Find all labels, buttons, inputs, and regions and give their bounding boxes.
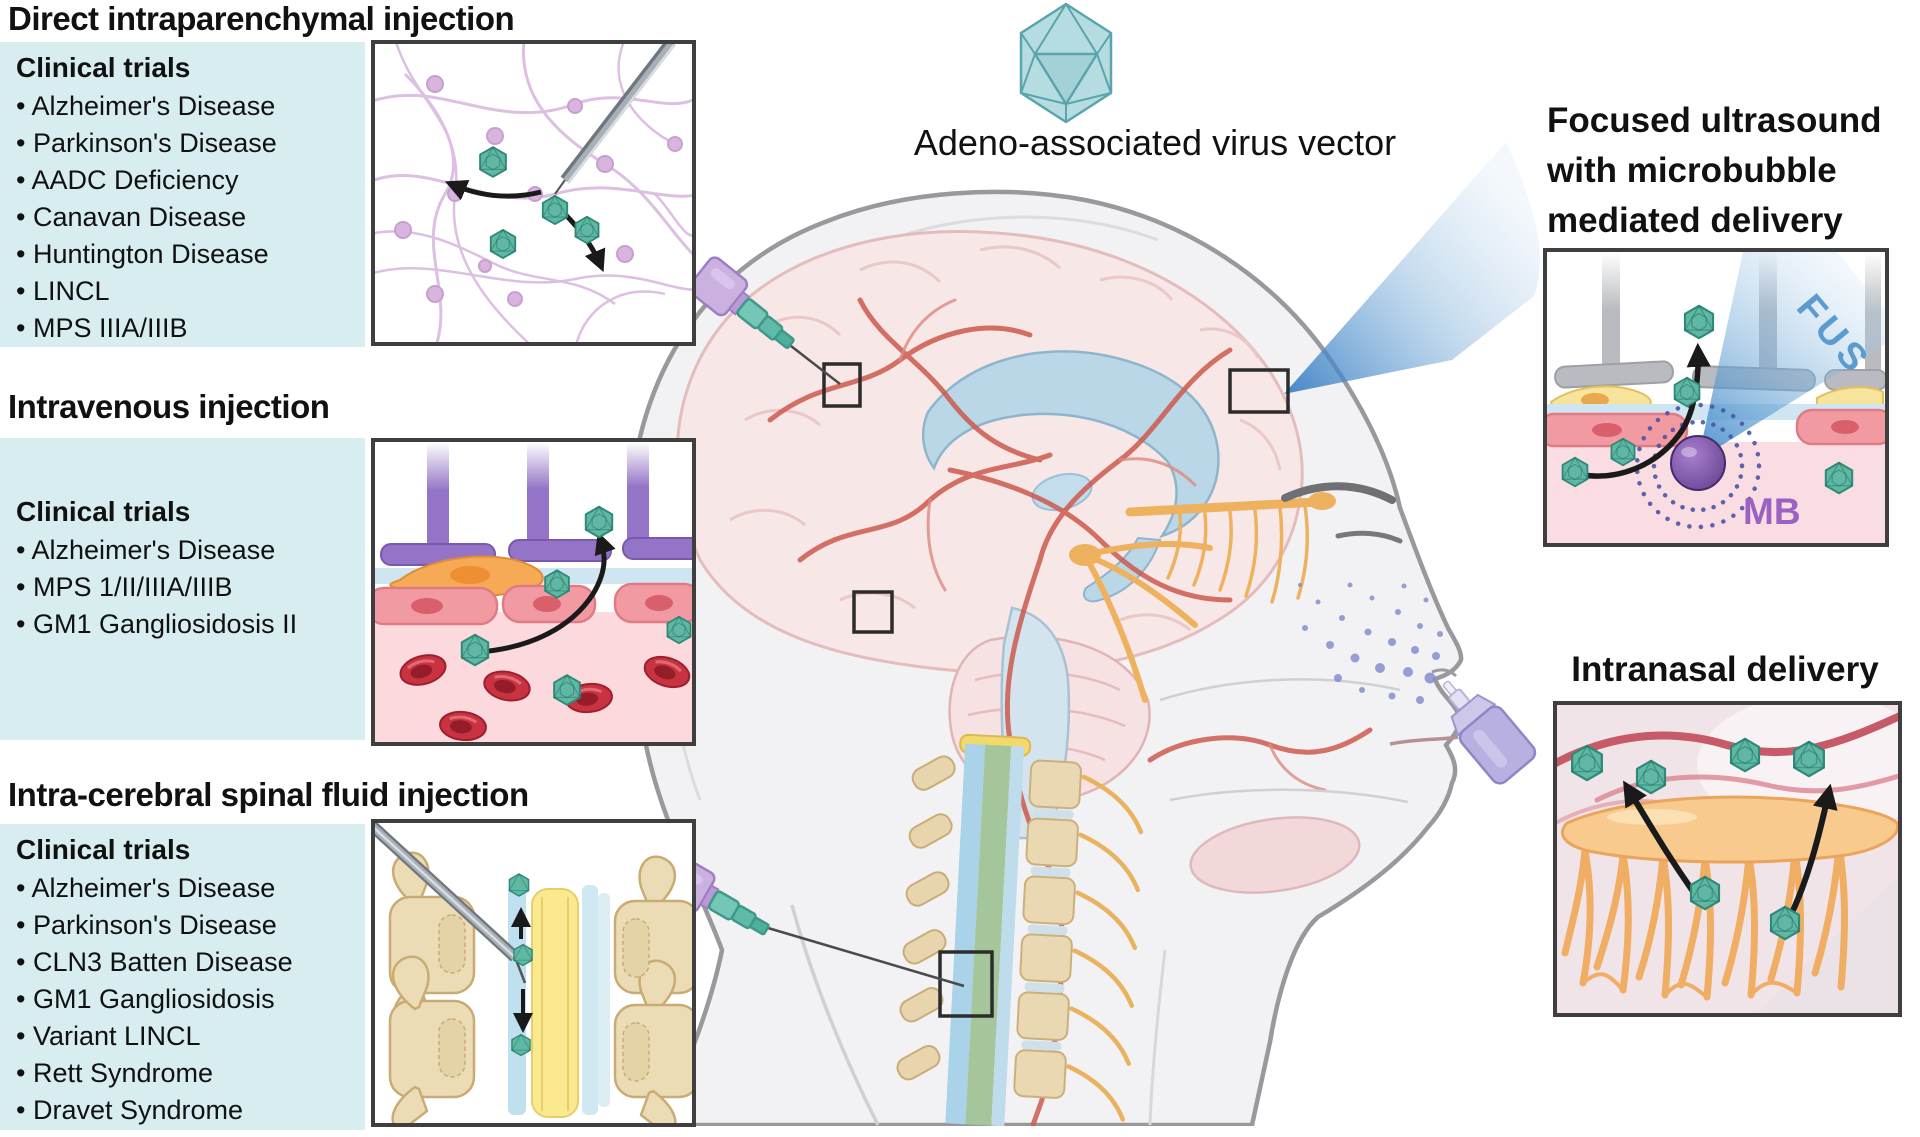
nostril-line xyxy=(1431,668,1458,678)
syringe-icon-intraparenchymal xyxy=(685,253,841,385)
intranasal-panel xyxy=(1553,701,1902,1017)
trial-item: LINCL xyxy=(16,273,365,310)
cervical-spine xyxy=(896,733,1144,1127)
microbubble-rings xyxy=(1634,402,1762,530)
vertebrae-left xyxy=(388,851,476,1123)
trial-item: Variant LINCL xyxy=(16,1018,365,1055)
target-square-parenchyma xyxy=(822,362,862,408)
trial-item: Parkinson's Disease xyxy=(16,125,365,162)
csf-trials-box: Clinical trials Alzheimer's DiseaseParki… xyxy=(0,824,365,1130)
target-square-vessel xyxy=(852,590,894,634)
cranial-nerves xyxy=(1069,492,1336,703)
ultrasound-beam-cone xyxy=(1284,142,1540,394)
microbubble-highlight xyxy=(1681,447,1697,457)
crossing-arrow xyxy=(1576,342,1711,479)
section-title-csf: Intra-cerebral spinal fluid injection xyxy=(8,776,529,813)
section-title-intraparenchymal: Direct intraparenchymal injection xyxy=(8,0,515,37)
tongue xyxy=(1189,816,1361,894)
fus-beam xyxy=(1698,252,1885,460)
astrocyte-endfeet xyxy=(380,442,692,566)
section-title-intravenous: Intravenous injection xyxy=(8,388,330,425)
background-shade xyxy=(1757,875,1898,1013)
artery-branches xyxy=(898,298,1327,792)
section-title-fus: Focused ultrasound with microbubble medi… xyxy=(1547,96,1881,246)
csf-panel xyxy=(371,819,696,1127)
intraparenchymal-trials-box: Clinical trials Alzheimer's DiseaseParki… xyxy=(0,42,365,347)
trial-item: MPS IIIA/IIIB xyxy=(16,310,365,347)
trial-item: CLN3 Batten Disease xyxy=(16,944,365,981)
spinal-needle-icon xyxy=(375,823,527,984)
list-header: Clinical trials xyxy=(16,496,191,527)
fus-title-line: with microbubble xyxy=(1547,151,1837,190)
virus-vector-label: Adeno-associated virus vector xyxy=(913,122,1397,163)
intravenous-trials-box: Clinical trials Alzheimer's DiseaseMPS 1… xyxy=(0,438,365,740)
vertebrae-left-texture xyxy=(438,914,466,1078)
csf-space-right xyxy=(582,885,598,1115)
virus-vector-icon xyxy=(1019,2,1113,124)
target-square-fus xyxy=(1228,368,1290,414)
fus-panel: FUS MB xyxy=(1543,248,1889,547)
front-neck-line xyxy=(1148,949,1167,1126)
trial-item: Huntington Disease xyxy=(16,236,365,273)
syringe-icon-csf xyxy=(653,851,965,988)
endothelial-nuclei xyxy=(1592,420,1859,437)
trial-item: Parkinson's Disease xyxy=(16,907,365,944)
trial-item: Canavan Disease xyxy=(16,199,365,236)
trial-item: Alzheimer's Disease xyxy=(16,870,365,907)
spinal-cord xyxy=(531,888,579,1118)
section-title-intranasal: Intranasal delivery xyxy=(1571,650,1879,689)
pericyte-nucleus xyxy=(1581,393,1609,407)
vertebrae-right-texture xyxy=(622,918,650,1082)
endothelial-nuclei xyxy=(411,595,673,614)
injection-needle-icon xyxy=(554,44,676,195)
csf-space-left xyxy=(508,885,526,1115)
trapezius-line xyxy=(790,904,880,1126)
clinical-trials-list: Alzheimer's DiseaseParkinson's DiseaseAA… xyxy=(16,88,365,347)
intravenous-panel xyxy=(371,438,696,746)
bulb-highlight xyxy=(1607,809,1697,825)
target-squares xyxy=(822,362,1290,1018)
trial-item: Rett Syndrome xyxy=(16,1055,365,1092)
cord-lines xyxy=(541,897,569,1111)
microbubble-label: MB xyxy=(1743,491,1801,532)
intraparenchymal-panel xyxy=(371,40,696,346)
clinical-trials-list: Alzheimer's DiseaseMPS 1/II/IIIA/IIIBGM1… xyxy=(16,532,365,643)
dura-band xyxy=(598,893,610,1107)
figure-bottom-crop xyxy=(590,1126,1350,1137)
eyebrow xyxy=(1281,482,1396,504)
list-header: Clinical trials xyxy=(16,52,191,83)
fus-title-line: mediated delivery xyxy=(1547,201,1843,240)
vertebrae-right xyxy=(613,855,692,1123)
microbubble xyxy=(1670,435,1726,491)
trial-item: GM1 Gangliosidosis II xyxy=(16,606,365,643)
nasal-spray-icon xyxy=(1442,680,1537,785)
trial-item: GM1 Gangliosidosis xyxy=(16,981,365,1018)
eyelash xyxy=(1335,530,1403,544)
csf-flow-arrows xyxy=(511,907,533,1033)
olfactory-nerve-branches xyxy=(1561,843,1848,1001)
trial-item: MPS 1/II/IIIA/IIIB xyxy=(16,569,365,606)
crossing-arrow xyxy=(478,531,616,655)
clinical-trials-list: Alzheimer's DiseaseParkinson's DiseaseCL… xyxy=(16,870,365,1129)
target-square-csf xyxy=(938,950,994,1018)
fus-title-line: Focused ultrasound xyxy=(1547,101,1882,140)
list-header: Clinical trials xyxy=(16,834,191,865)
head-illustration xyxy=(590,189,1464,1137)
mouth-lines xyxy=(1159,678,1459,804)
pericyte-nucleus xyxy=(450,566,490,584)
spray-droplets xyxy=(1298,582,1443,704)
trial-item: AADC Deficiency xyxy=(16,162,365,199)
trial-item: Dravet Syndrome xyxy=(16,1092,365,1129)
trial-item: Alzheimer's Disease xyxy=(16,532,365,569)
trial-item: Alzheimer's Disease xyxy=(16,88,365,125)
